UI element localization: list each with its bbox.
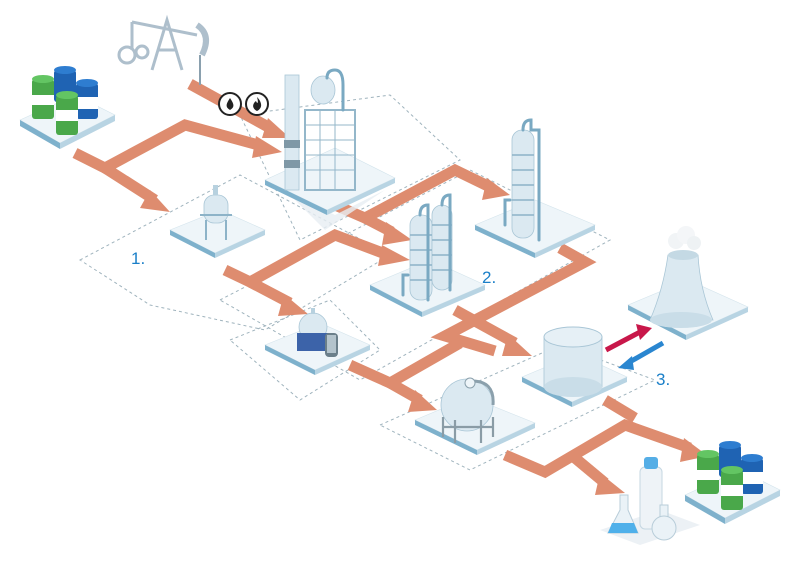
stage-zones (79, 94, 657, 471)
zone-stage-2 (218, 169, 612, 381)
refinery-tower[interactable] (264, 68, 396, 230)
reactor-vessel[interactable] (169, 185, 266, 258)
stage-label-2: 2. (482, 268, 497, 287)
stage-label-1: 1. (131, 249, 146, 268)
separator-unit[interactable] (264, 308, 371, 375)
zone-upper (239, 94, 461, 241)
bio-barrels-input[interactable] (19, 66, 116, 149)
spherical-tank[interactable] (414, 377, 536, 455)
cooling-tower[interactable] (627, 226, 749, 340)
storage-tank[interactable] (521, 326, 628, 407)
heat-exchange-arrows (604, 324, 665, 370)
flow-arrows (72, 79, 708, 495)
oil-drop-icon (218, 92, 242, 116)
single-distillation-column[interactable] (474, 118, 596, 258)
chemical-products[interactable] (600, 457, 700, 545)
oil-pumpjack[interactable] (117, 14, 209, 85)
gas-flame-icon (245, 92, 269, 116)
stage-label-3: 3. (656, 370, 671, 389)
twin-distillation-columns[interactable] (369, 193, 486, 317)
bio-barrels-output[interactable] (684, 441, 781, 524)
